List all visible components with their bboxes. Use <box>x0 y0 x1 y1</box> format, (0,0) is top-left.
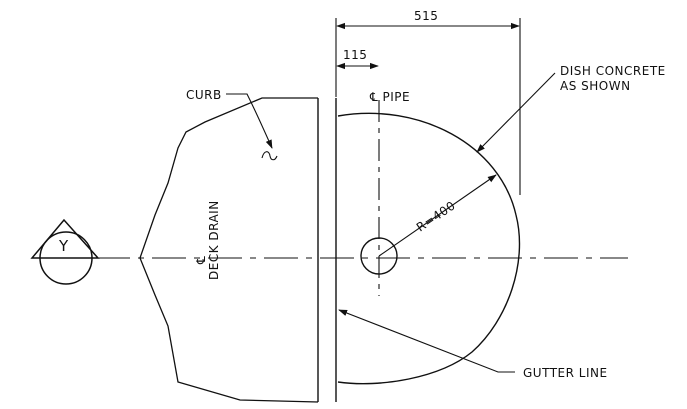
dish-concrete-label-line2: AS SHOWN <box>560 79 631 93</box>
dim-515-label: 515 <box>414 9 438 23</box>
radius-leader <box>378 174 497 257</box>
gutter-line-label: GUTTER LINE <box>523 366 608 380</box>
section-tag: Y <box>30 218 100 285</box>
gutter-line-leader <box>338 309 515 373</box>
pipe-centerline-label: ℄ PIPE <box>369 90 410 104</box>
dish-concrete-arc <box>337 112 521 385</box>
dim-115-label: 115 <box>343 48 367 62</box>
section-tag-letter: Y <box>58 237 69 255</box>
section-tag-circle <box>39 231 93 285</box>
deck-drain-label: DECK DRAIN <box>207 200 221 280</box>
dish-concrete-leader <box>476 72 556 153</box>
curb-leader <box>226 93 273 149</box>
curb-label: CURB <box>186 88 222 102</box>
curb-mark <box>261 151 278 161</box>
deck-outline <box>139 97 319 403</box>
radius-label: R=400 <box>414 198 458 234</box>
deck-drain-centerline-symbol: ℄ <box>194 256 208 265</box>
pipe-circle <box>360 237 398 275</box>
dish-concrete-label-line1: DISH CONCRETE <box>560 64 666 78</box>
